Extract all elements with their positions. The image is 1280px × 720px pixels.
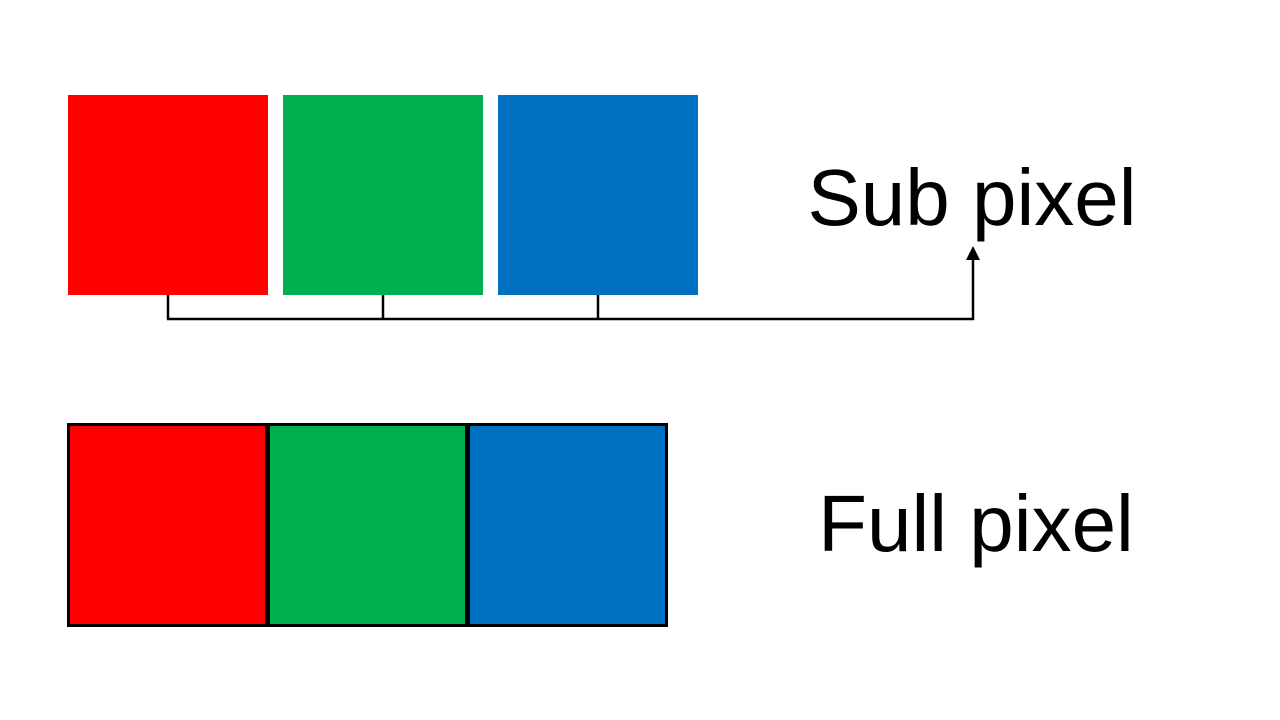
sub-pixel-label: Sub pixel <box>807 153 1137 242</box>
arrowhead-up-icon <box>966 246 980 260</box>
fullpixel-blue-cell <box>465 426 665 624</box>
fullpixel-green-cell <box>265 426 465 624</box>
subpixel-red-square <box>68 95 268 295</box>
subpixel-blue-square <box>498 95 698 295</box>
subpixel-green-square <box>283 95 483 295</box>
fullpixel-row <box>67 423 668 627</box>
full-pixel-label: Full pixel <box>818 479 1134 568</box>
fullpixel-red-cell <box>70 426 265 624</box>
